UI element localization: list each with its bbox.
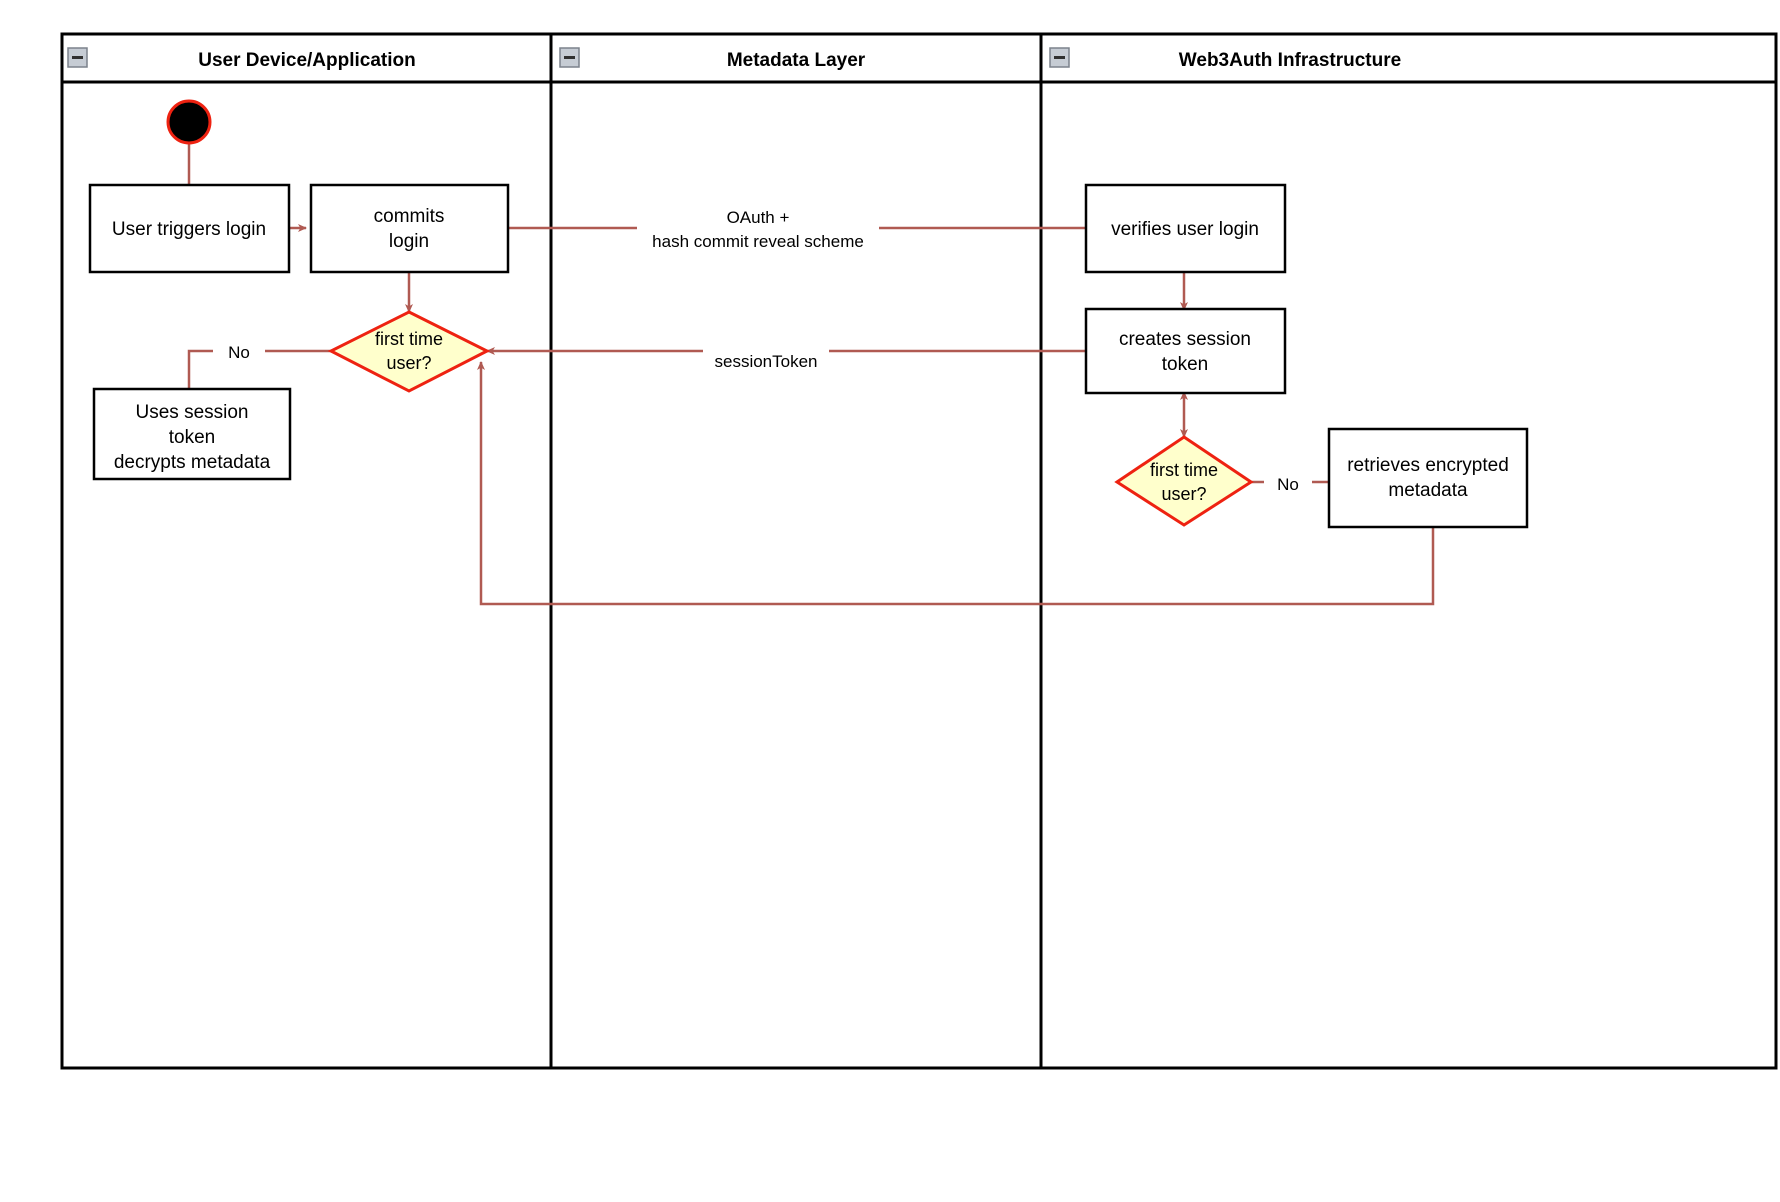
node-creates-session-token[interactable]: creates session token: [1084, 307, 1287, 395]
lane-header-metadata: Metadata Layer: [559, 47, 866, 71]
edge-label-session-token: sessionToken: [714, 352, 817, 371]
lane-title-metadata: Metadata Layer: [727, 50, 866, 71]
collapse-minus-icon-bar: [564, 56, 575, 59]
decision-label-line1: first time: [1150, 460, 1218, 480]
edge-label-no-right-bg: [1264, 471, 1312, 495]
decision-label-line2: user?: [1161, 484, 1206, 504]
start-node: [166, 99, 212, 145]
node-retrieves-encrypted-metadata[interactable]: retrieves encrypted metadata: [1327, 427, 1529, 529]
node-label-line2: login: [389, 231, 429, 252]
node-decision-first-time-user-right[interactable]: first time user?: [1114, 435, 1254, 527]
node-label-line2: token: [1162, 354, 1208, 375]
collapse-minus-icon-bar: [1054, 56, 1065, 59]
edge-label-no-left-bg: [213, 339, 265, 363]
decision-label-line1: first time: [375, 329, 443, 349]
lane-title-user-device: User Device/Application: [198, 50, 416, 71]
edge-label-no-left: No: [228, 343, 250, 362]
node-verifies-user-login[interactable]: verifies user login: [1084, 183, 1287, 274]
node-label: verifies user login: [1111, 219, 1259, 240]
node-label-line2: token: [169, 427, 215, 448]
node-label-line2: metadata: [1388, 480, 1468, 501]
decision-label-line2: user?: [386, 353, 431, 373]
node-label-line1: retrieves encrypted: [1347, 455, 1509, 476]
node-decision-first-time-user-left[interactable]: first time user?: [327, 310, 491, 393]
node-label-line1: Uses session: [136, 402, 249, 423]
node-commits-login[interactable]: commits login: [309, 183, 510, 274]
collapse-minus-icon-bar: [72, 56, 83, 59]
node-uses-session-token[interactable]: Uses session token decrypts metadata: [92, 387, 292, 481]
edge-label-oauth-line2: hash commit reveal scheme: [652, 232, 864, 251]
node-label-line1: creates session: [1119, 329, 1251, 350]
lane-title-web3auth: Web3Auth Infrastructure: [1179, 50, 1401, 71]
node-user-triggers-login[interactable]: User triggers login: [88, 183, 291, 274]
lane-header-user-device: User Device/Application: [67, 47, 416, 71]
node-label-line3: decrypts metadata: [114, 452, 271, 473]
edge-label-oauth-line1: OAuth +: [727, 208, 790, 227]
edge-retrieves-back-to-decision-left: [477, 361, 1435, 606]
lane-header-web3auth: Web3Auth Infrastructure: [1049, 47, 1401, 71]
edge-label-no-right: No: [1277, 475, 1299, 494]
edge-decision-no-left: [187, 349, 345, 389]
node-label: User triggers login: [112, 219, 266, 240]
node-label-line1: commits: [374, 206, 445, 227]
